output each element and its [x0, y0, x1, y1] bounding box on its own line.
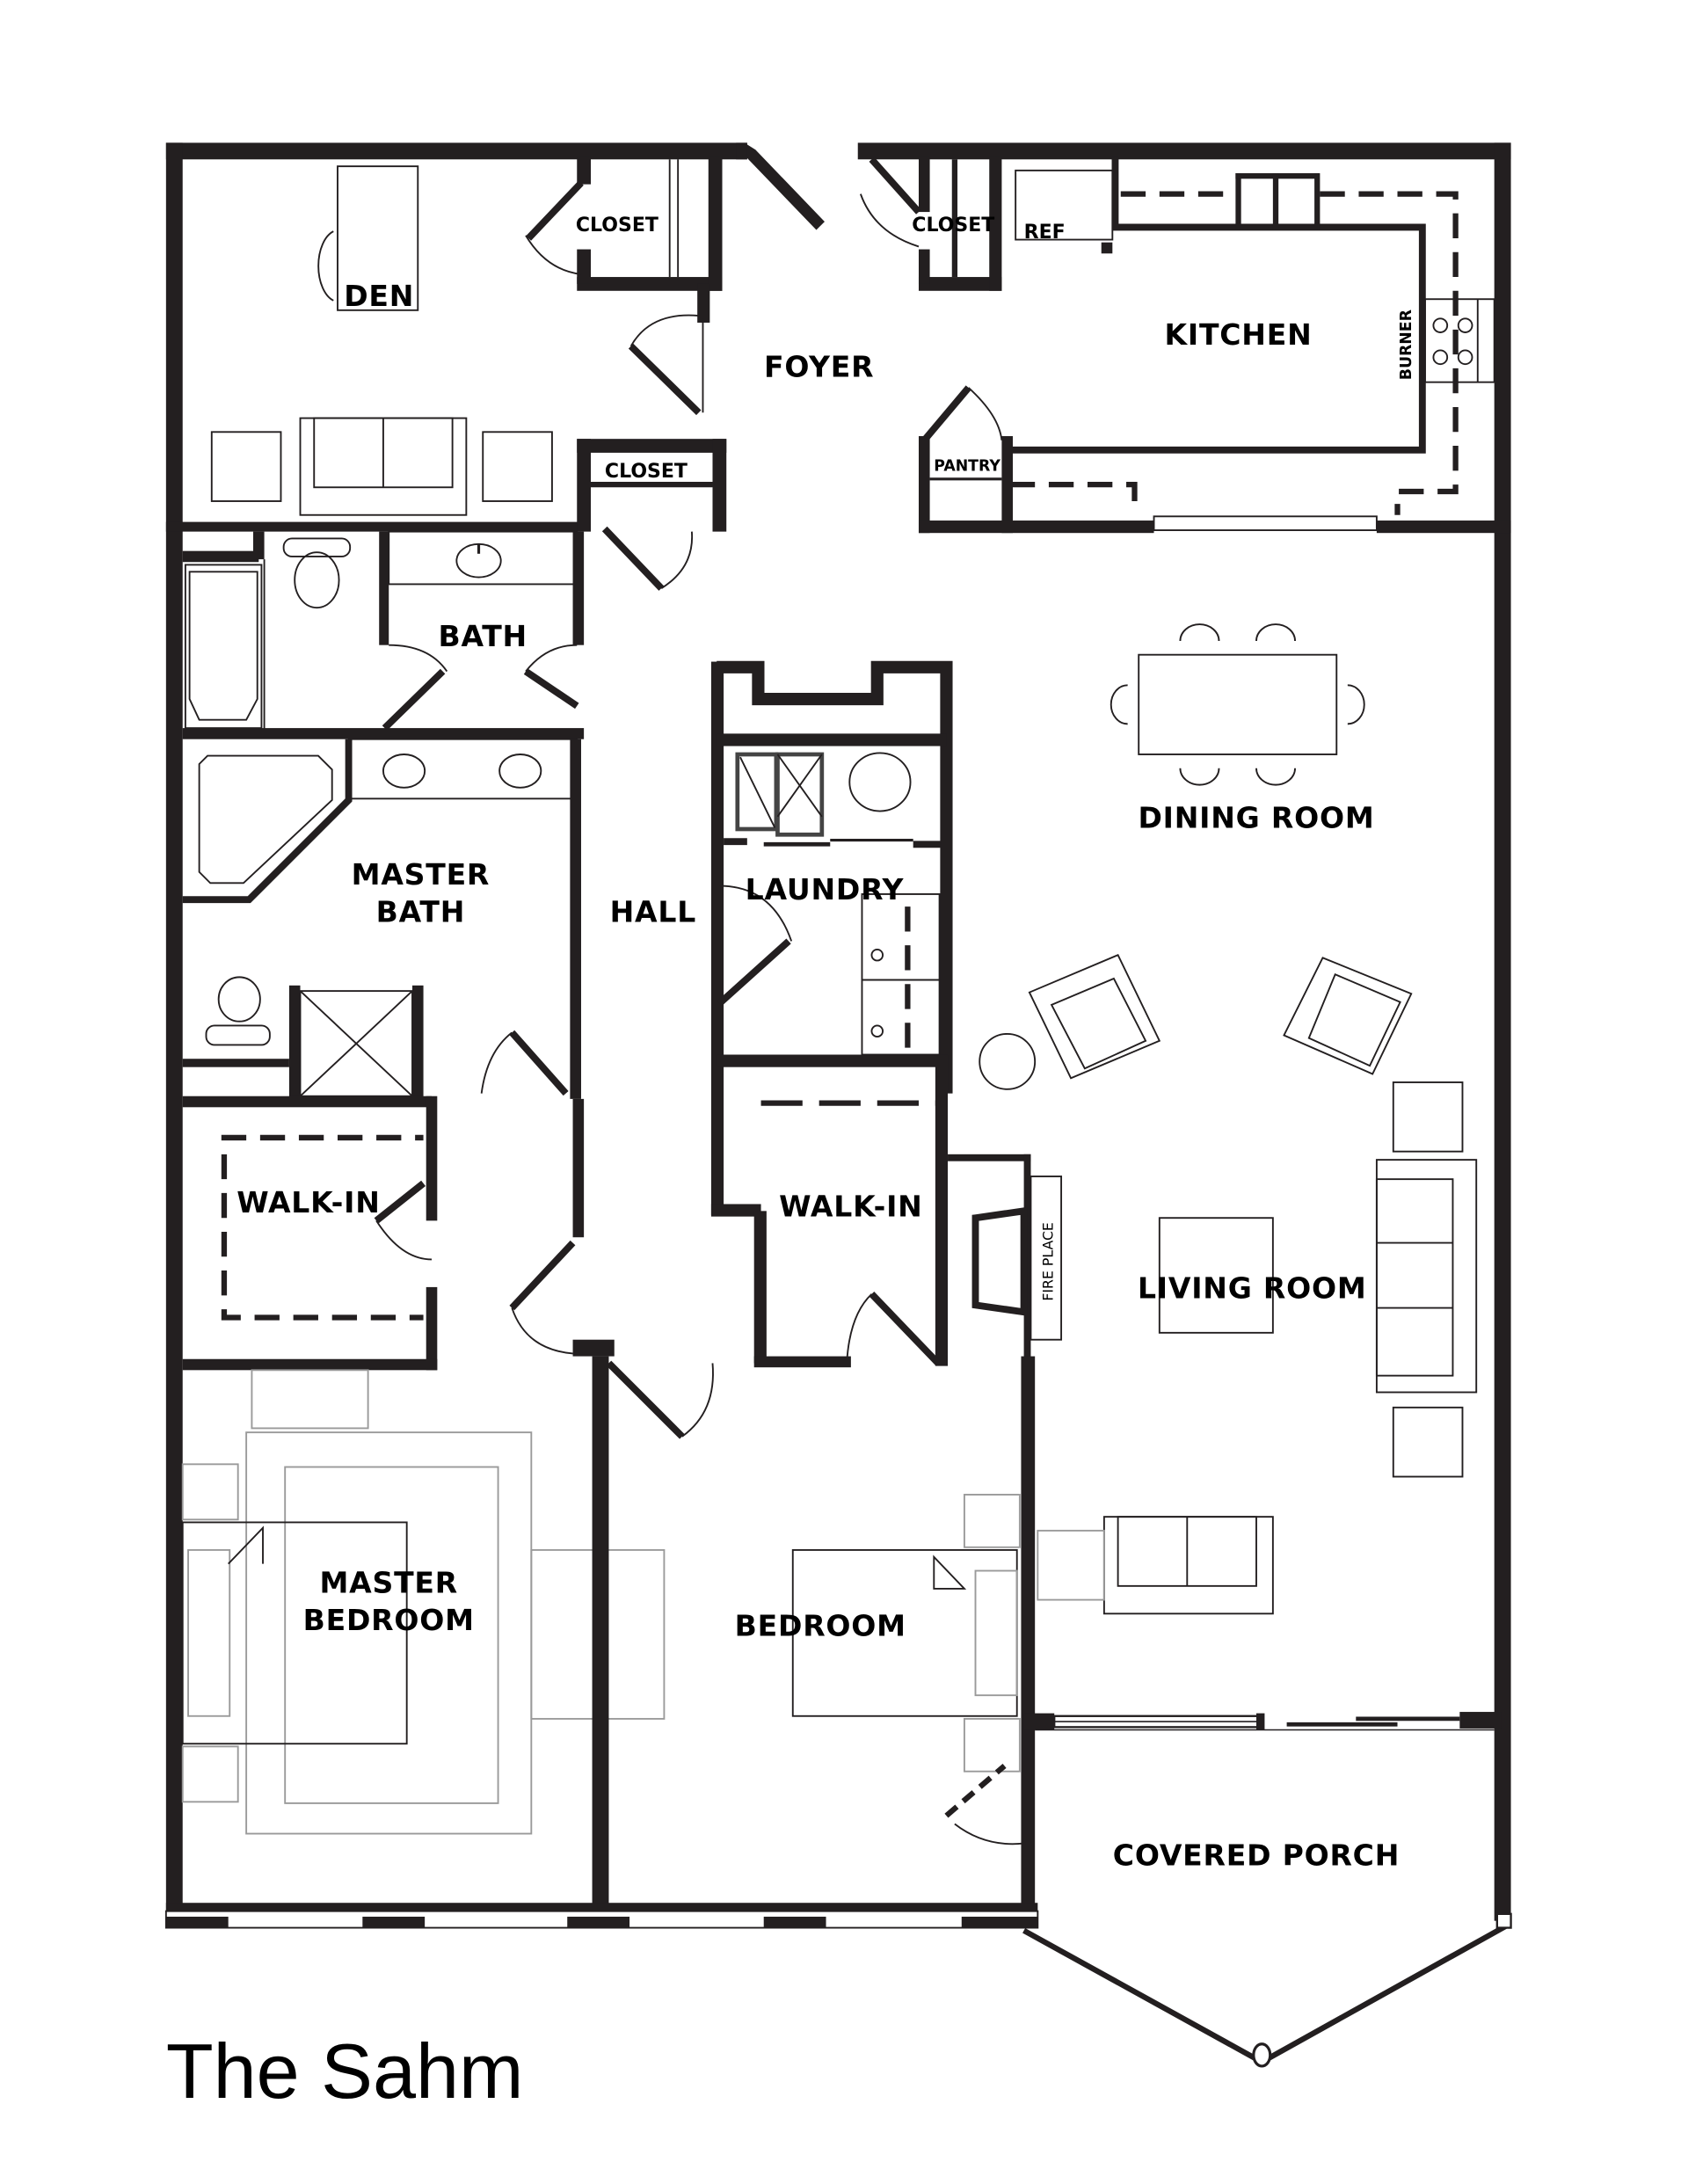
label-walk-in-hall: WALK-IN [779, 1190, 922, 1224]
label-master-bedroom-1: MASTER [319, 1566, 457, 1600]
plan-title: The Sahm [166, 2027, 524, 2115]
master-walk-in [182, 1096, 438, 1371]
kitchen-area [859, 157, 1511, 534]
bath-area [182, 530, 585, 739]
bedroom-area [791, 1356, 1036, 1911]
label-den: DEN [344, 279, 414, 313]
label-ref: REF [1024, 222, 1066, 244]
label-foyer: FOYER [764, 349, 874, 383]
label-walk-in-master: WALK-IN [236, 1185, 380, 1219]
bottom-wall [164, 1903, 1039, 1929]
fireplace: FIRE PLACE [948, 1154, 1063, 1362]
room-labels: DEN CLOSET CLOSET CLOSET FOYER KITCHEN R… [236, 215, 1415, 1873]
hall-walk-in [710, 1054, 949, 1368]
label-bedroom: BEDROOM [735, 1608, 906, 1642]
label-closet-kitchen: CLOSET [912, 215, 994, 237]
label-master-bath-1: MASTER [352, 857, 490, 892]
master-bath-area [182, 738, 581, 1108]
label-covered-porch: COVERED PORCH [1113, 1838, 1400, 1873]
den-area [165, 157, 727, 591]
porch-wall [1023, 1712, 1502, 1731]
label-closet-den: CLOSET [576, 215, 658, 237]
label-kitchen: KITCHEN [1165, 317, 1313, 352]
label-laundry: LAUNDRY [746, 872, 905, 906]
label-closet-foyer: CLOSET [605, 461, 688, 483]
label-master-bath-2: BATH [376, 894, 465, 928]
hall-area [509, 1098, 714, 1439]
label-bath: BATH [438, 619, 527, 653]
exterior-walls [165, 142, 1511, 1921]
dining-living-furniture [979, 623, 1478, 1615]
label-dining-room: DINING ROOM [1138, 800, 1374, 834]
label-hall: HALL [610, 894, 696, 928]
label-pantry: PANTRY [934, 457, 1000, 475]
label-master-bedroom-2: BEDROOM [303, 1603, 475, 1637]
master-bedroom-area [181, 1356, 666, 1911]
laundry-area [710, 660, 953, 1216]
covered-porch-area [1022, 1912, 1512, 2068]
label-living-room: LIVING ROOM [1138, 1270, 1367, 1305]
label-burner: BURNER [1398, 309, 1415, 380]
fireplace-label: FIRE PLACE [1040, 1222, 1057, 1301]
